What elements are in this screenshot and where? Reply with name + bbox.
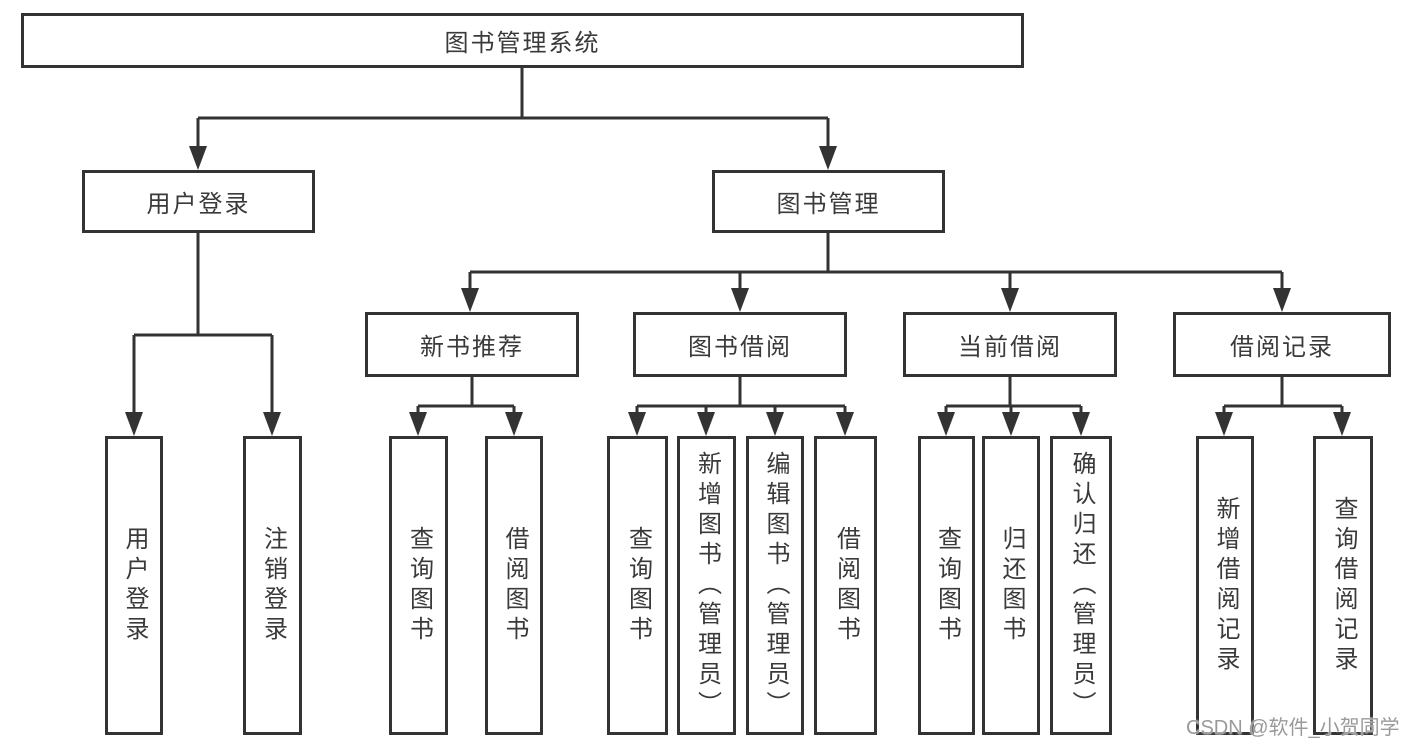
node-label: 用户登录	[146, 191, 251, 218]
node-label: 查询借阅记录	[1330, 495, 1357, 676]
node-label: 查询图书	[624, 525, 652, 646]
node-label: 用户登录	[121, 525, 148, 646]
node-label: 图书借阅	[688, 334, 792, 361]
leaf-borrow-books: 借阅图书	[814, 436, 877, 735]
node-book-management: 图书管理	[712, 170, 945, 233]
leaf-return-books: 归还图书	[982, 436, 1040, 735]
leaf-query-books-recommend: 查询图书	[389, 436, 448, 735]
node-label: 查询图书	[933, 525, 961, 646]
node-label: 新增图书（管理员）	[693, 450, 721, 721]
node-label: 图书管理系统	[444, 30, 601, 57]
leaf-add-books-admin: 新增图书（管理员）	[677, 436, 736, 735]
node-user-login: 用户登录	[82, 170, 315, 233]
node-borrow-records: 借阅记录	[1173, 312, 1391, 377]
arrowhead-icons	[125, 146, 1351, 436]
node-label: 查询图书	[405, 525, 433, 646]
leaf-logout: 注销登录	[243, 436, 302, 735]
leaf-borrow-books-recommend: 借阅图书	[485, 436, 543, 735]
node-label: 新书推荐	[420, 334, 524, 361]
leaf-query-books-borrow: 查询图书	[607, 436, 668, 735]
csdn-watermark: CSDN @软件_小贺同学	[1186, 717, 1400, 739]
node-book-borrow: 图书借阅	[633, 312, 847, 377]
node-label: 归还图书	[998, 525, 1025, 646]
node-label: 借阅图书	[832, 525, 860, 646]
leaf-query-books-current: 查询图书	[918, 436, 975, 735]
leaf-user-login: 用户登录	[105, 436, 163, 735]
node-label: 图书管理	[776, 191, 881, 218]
node-root: 图书管理系统	[21, 13, 1024, 68]
leaf-query-borrow-record: 查询借阅记录	[1313, 436, 1373, 735]
node-label: 借阅记录	[1230, 334, 1334, 361]
leaf-add-borrow-record: 新增借阅记录	[1196, 436, 1254, 735]
leaf-edit-books-admin: 编辑图书（管理员）	[746, 436, 804, 735]
node-label: 编辑图书（管理员）	[762, 450, 789, 721]
leaf-confirm-return-admin: 确认归还（管理员）	[1050, 436, 1112, 735]
node-new-book-recommend: 新书推荐	[365, 312, 579, 377]
node-label: 注销登录	[259, 525, 287, 646]
node-current-borrow: 当前借阅	[903, 312, 1117, 377]
node-label: 确认归还（管理员）	[1068, 450, 1095, 721]
node-label: 当前借阅	[958, 334, 1062, 361]
node-label: 新增借阅记录	[1212, 495, 1239, 676]
node-label: 借阅图书	[501, 525, 528, 646]
